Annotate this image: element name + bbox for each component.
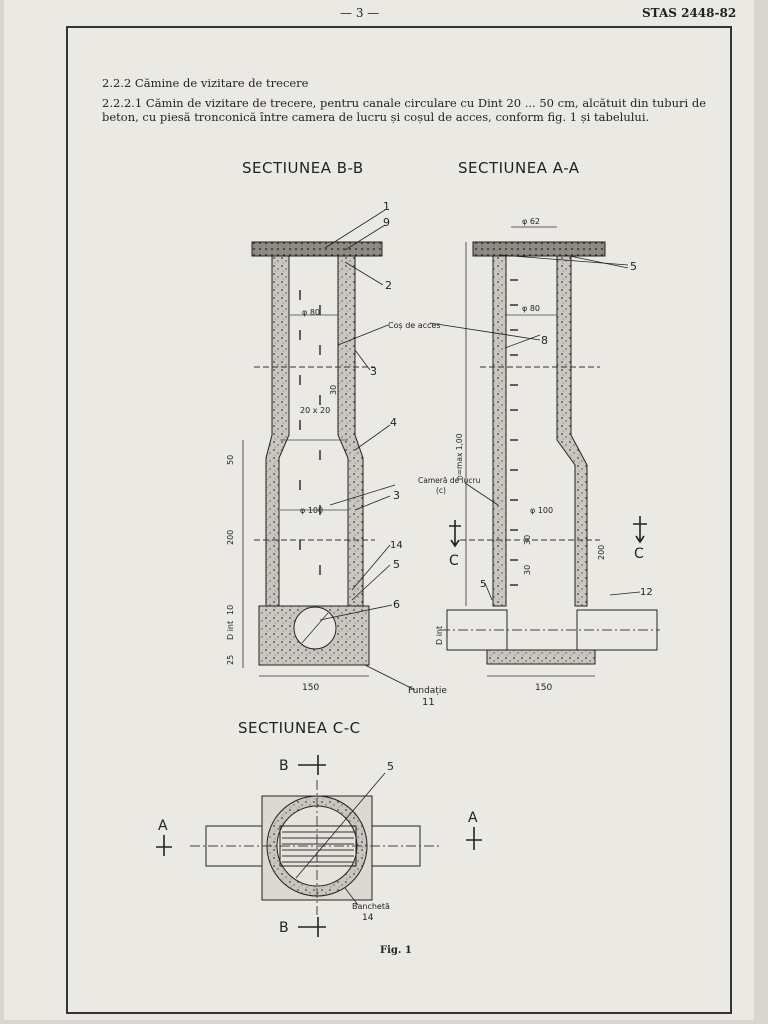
callout-1: 1 (383, 200, 390, 213)
callout-6: 6 (393, 598, 400, 611)
ladder-rungs-bb (299, 290, 321, 575)
mark-b-top: B (279, 758, 289, 774)
dim-phi100-aa: φ 100 (530, 506, 553, 515)
label-bancheta: Banchetă (352, 902, 390, 911)
callout-12: 12 (640, 587, 653, 598)
cover-slab-bb (251, 241, 383, 257)
heading-section-aa: SECTIUNEA A-A (458, 159, 580, 177)
callout-5-cc: 5 (387, 760, 394, 773)
leader-lines-bb (319, 209, 416, 691)
leader-lines-aa (429, 254, 641, 601)
pipe-diameter-line (301, 612, 329, 644)
callout-8: 8 (541, 334, 548, 347)
section-mark-c-right: C (634, 546, 644, 562)
page-number: — 3 — (340, 6, 380, 20)
wall-left-bb (265, 255, 290, 607)
dim-200-bb: 200 (226, 530, 235, 545)
section-aa-drawing: h=max 1,00 φ 62 φ 80 φ 100 200 30 30 D i… (429, 217, 660, 693)
heading-section-cc: SECTIUNEA C-C (238, 719, 361, 737)
dim-150-aa: 150 (535, 683, 552, 693)
label-cos-acces: Coș de acces (388, 321, 441, 331)
heading-section-bb: SECTIUNEA B-B (242, 159, 364, 177)
dim-20x20: 20 x 20 (300, 406, 330, 415)
section-cc-drawing: 5 Banchetă 14 B B A A (156, 755, 482, 937)
section-paragraph: 2.2.2.1 Cămin de vizitare de trecere, pe… (102, 96, 707, 124)
section-arrow-b-top (298, 755, 326, 775)
dim-phi62: φ 62 (522, 217, 540, 226)
ladder-rungs-aa (510, 279, 518, 586)
leader-5-cc (295, 772, 386, 879)
label-fundatie: Fundație (408, 686, 447, 696)
callout-5-bb: 5 (393, 558, 400, 571)
callout-9: 9 (383, 216, 390, 229)
wall-right-bb (337, 255, 364, 607)
dim-phi100-bb: φ 100 (300, 506, 323, 515)
section-arrow-a-right (466, 827, 482, 850)
dim-25: 25 (226, 655, 235, 665)
foundation-aa (486, 649, 596, 665)
dim-hmax: h=max 1,00 (455, 433, 464, 480)
dim-dint-bb: D int (226, 621, 235, 640)
dim-200-aa: 200 (597, 545, 606, 560)
cover-slab-aa (472, 241, 606, 257)
document-page (4, 0, 754, 1020)
callout-11: 11 (422, 697, 435, 708)
mark-b-bottom: B (279, 920, 289, 936)
callout-5-aa-bottom: 5 (480, 579, 486, 590)
dim-150-bb: 150 (302, 683, 319, 693)
section-bb-drawing: 50 200 10 D int 25 150 φ 80 20 x 20 φ 10… (226, 200, 481, 708)
callout-14-bb: 14 (390, 540, 403, 551)
wall-left-aa (492, 255, 507, 607)
dim-50: 50 (226, 455, 235, 465)
mark-a-right: A (468, 810, 478, 826)
callout-5-aa: 5 (630, 260, 637, 273)
dim-dint-aa: D int (435, 626, 444, 645)
mark-a-left: A (158, 818, 168, 834)
dim-30-bb: 30 (329, 385, 338, 395)
section-arrow-c-right (633, 516, 647, 544)
figure-caption: Fig. 1 (380, 945, 412, 956)
section-arrow-b-bottom (298, 917, 326, 937)
section-arrow-a-left (156, 835, 172, 856)
label-camera-lucru-sub: (c) (436, 486, 446, 495)
section-mark-c-left: C (449, 553, 459, 569)
callout-14-cc: 14 (362, 913, 374, 923)
page-frame (66, 26, 732, 1014)
dim-30-aa-1: 30 (523, 535, 532, 545)
section-title: 2.2.2 Cămine de vizitare de trecere (102, 76, 309, 90)
callout-3b: 3 (393, 489, 400, 502)
wall-right-aa (556, 255, 588, 607)
dim-phi80-bb: φ 80 (302, 308, 320, 317)
label-camera-lucru: Cameră de lucru (418, 476, 481, 485)
section-arrow-c-left (449, 520, 461, 548)
callout-3a: 3 (370, 365, 377, 378)
dim-30-aa-2: 30 (523, 565, 532, 575)
dim-phi80-aa: φ 80 (522, 304, 540, 313)
callout-4: 4 (390, 416, 397, 429)
dim-10-bb: 10 (226, 605, 235, 615)
standard-code: STAS 2448-82 (642, 6, 737, 20)
leader-14-cc (344, 887, 359, 906)
callout-2: 2 (385, 279, 392, 292)
channel-hatching (282, 831, 354, 863)
